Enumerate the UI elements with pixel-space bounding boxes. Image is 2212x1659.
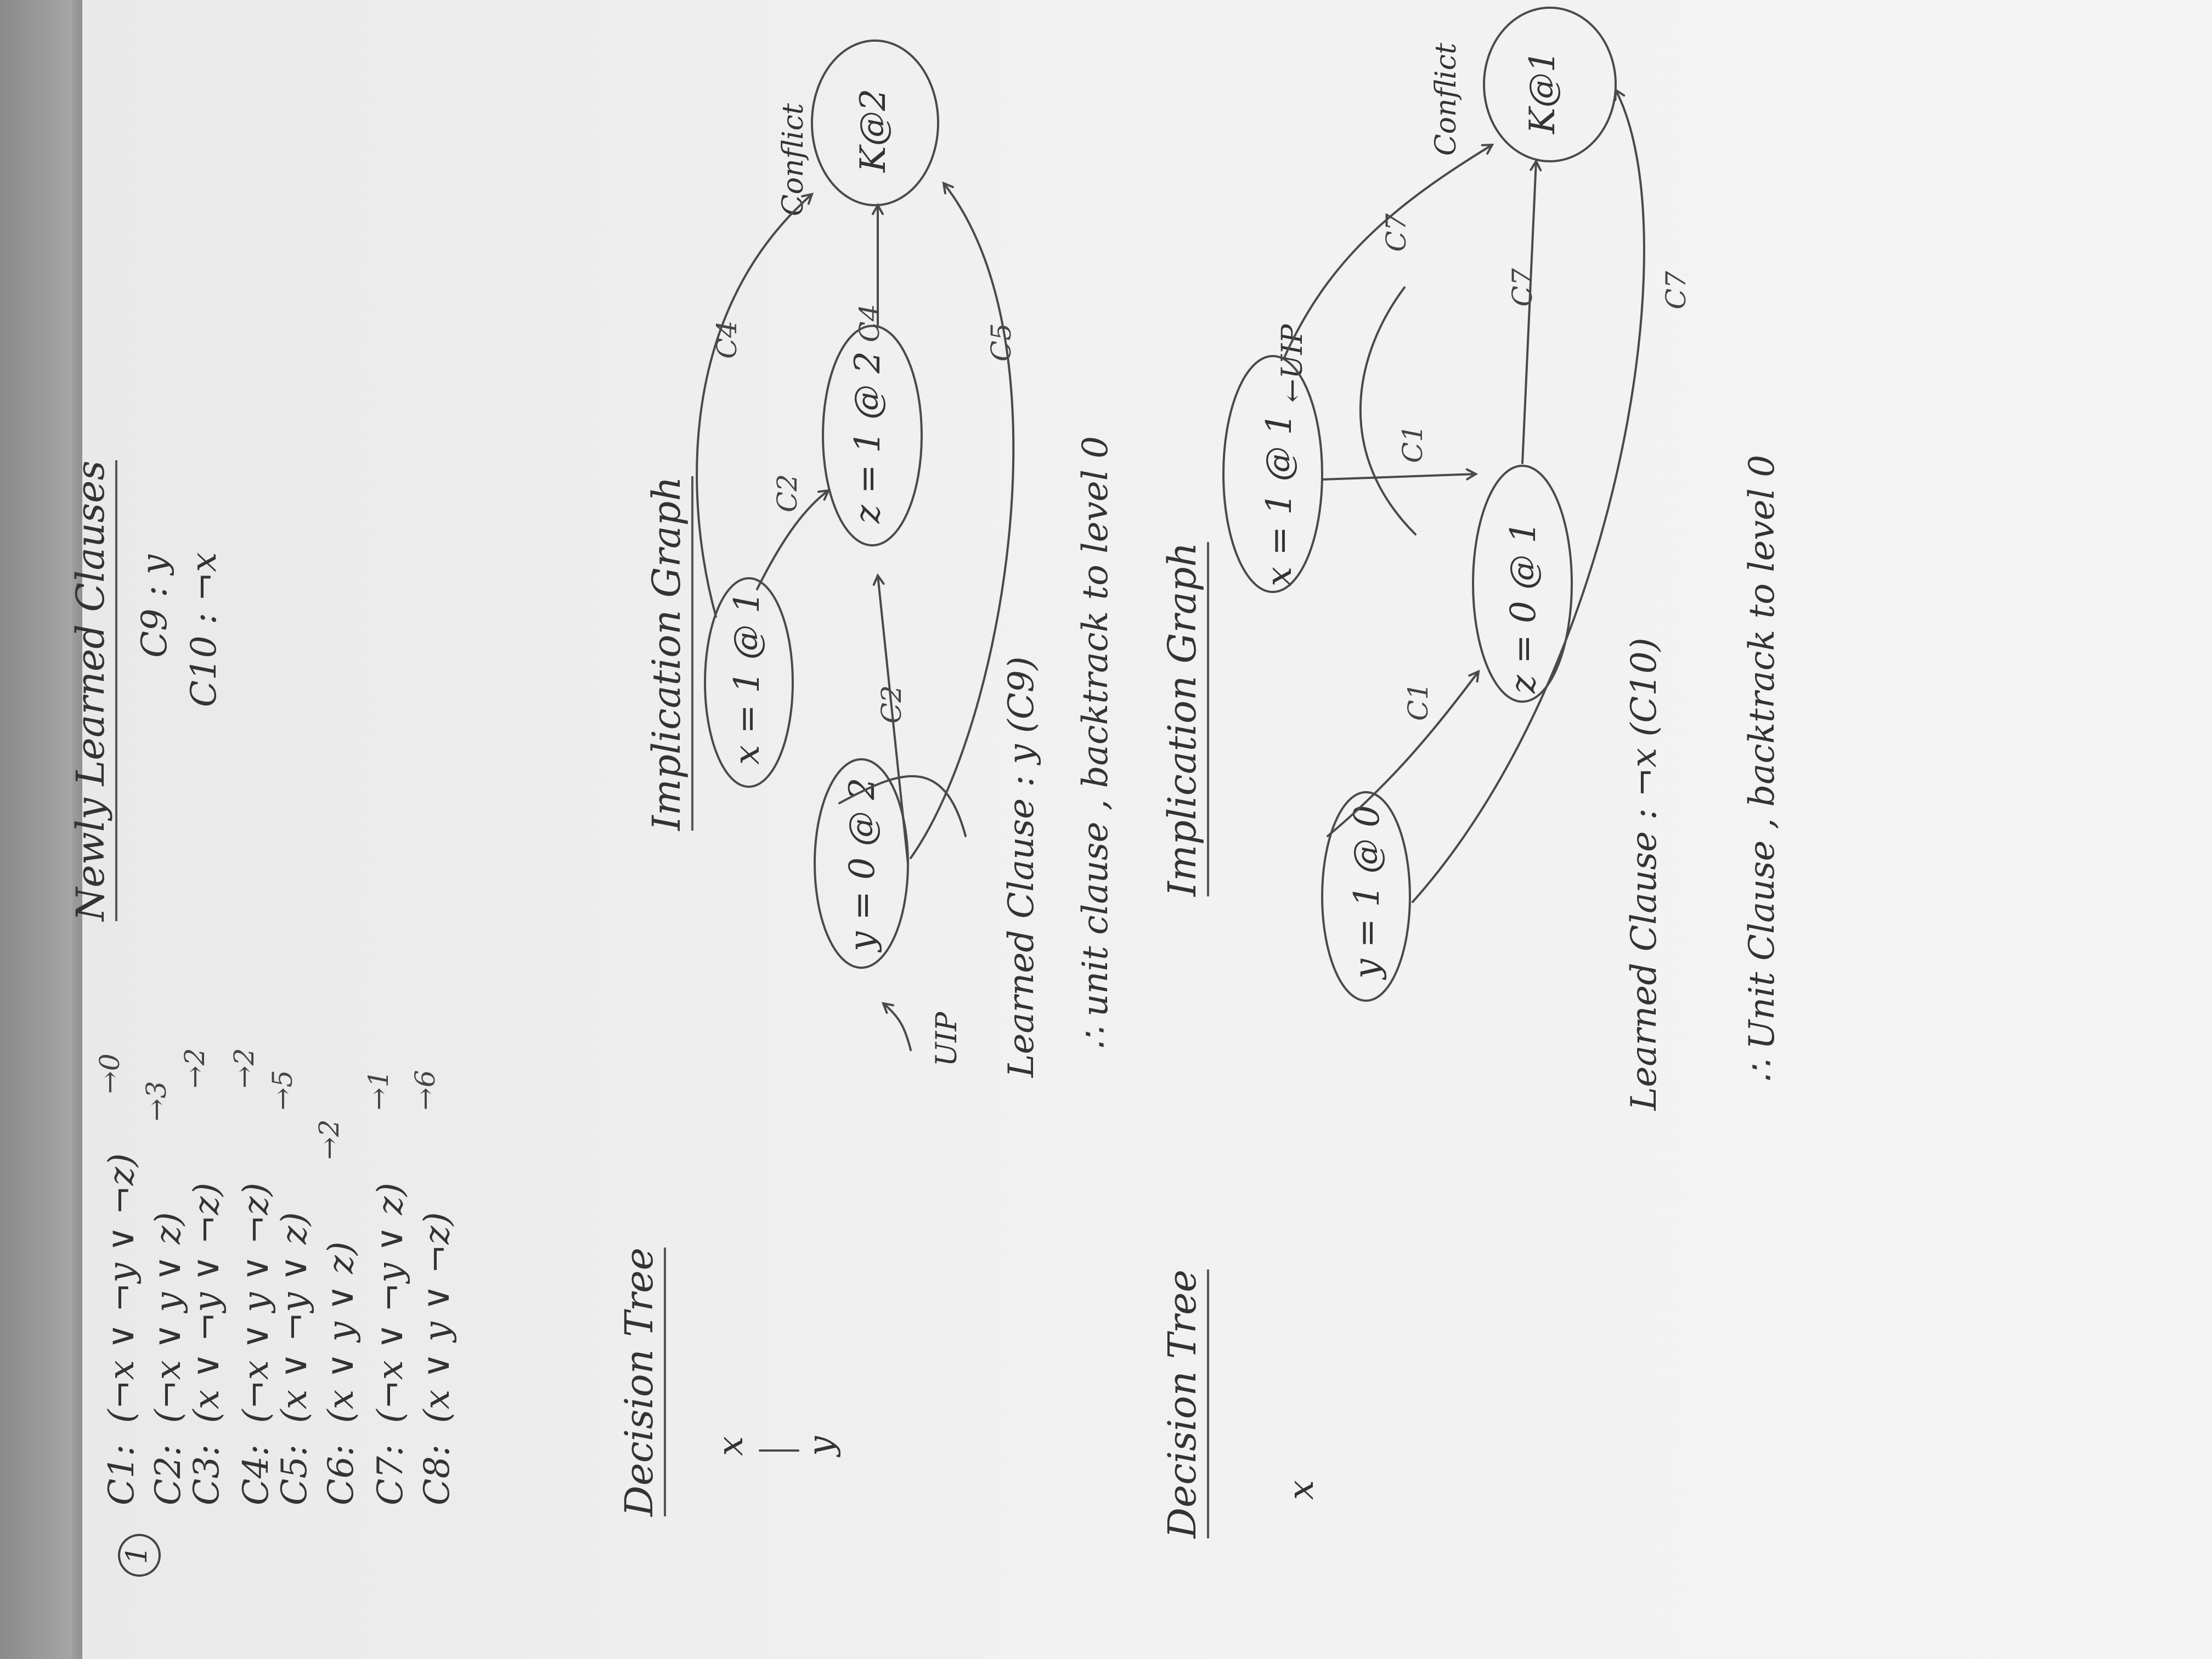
part2-node-k-oval: [1483, 7, 1617, 162]
paper-sheet: [82, 0, 2212, 1659]
part2-edge-z-to-k: [1521, 161, 1536, 464]
part1-edge-x-to-z: [756, 490, 828, 590]
part1-node-x-oval: [704, 577, 794, 788]
part2-edge-y-to-k: [1412, 90, 1645, 903]
hand-drawn-diagrams: [696, 7, 1645, 1452]
part1-node-z-oval: [822, 325, 923, 546]
part2-cut-line: [1359, 286, 1417, 535]
part1-node-k-oval: [811, 40, 939, 206]
part2-edge-x-to-z: [1321, 474, 1476, 481]
part1-cut-line: [838, 775, 967, 837]
part1-edge-x-to-k: [696, 194, 812, 618]
handwritten-page: 1 C1: (¬x ∨ ¬y ∨ ¬z) →0 C2: (¬x ∨ y ∨ z)…: [68, 7, 1782, 1577]
part2-node-z-oval: [1472, 465, 1573, 703]
part1-edge-y-to-k: [910, 183, 1015, 859]
part2-edge-x-to-k: [1283, 145, 1492, 360]
part1-uip-arrow: [883, 1003, 912, 1051]
part2-edge-y-to-z: [1327, 672, 1479, 837]
part2-node-x-oval: [1222, 355, 1323, 593]
part1-edge-y-to-z: [878, 575, 909, 865]
part2-node-y-oval: [1321, 791, 1411, 1002]
